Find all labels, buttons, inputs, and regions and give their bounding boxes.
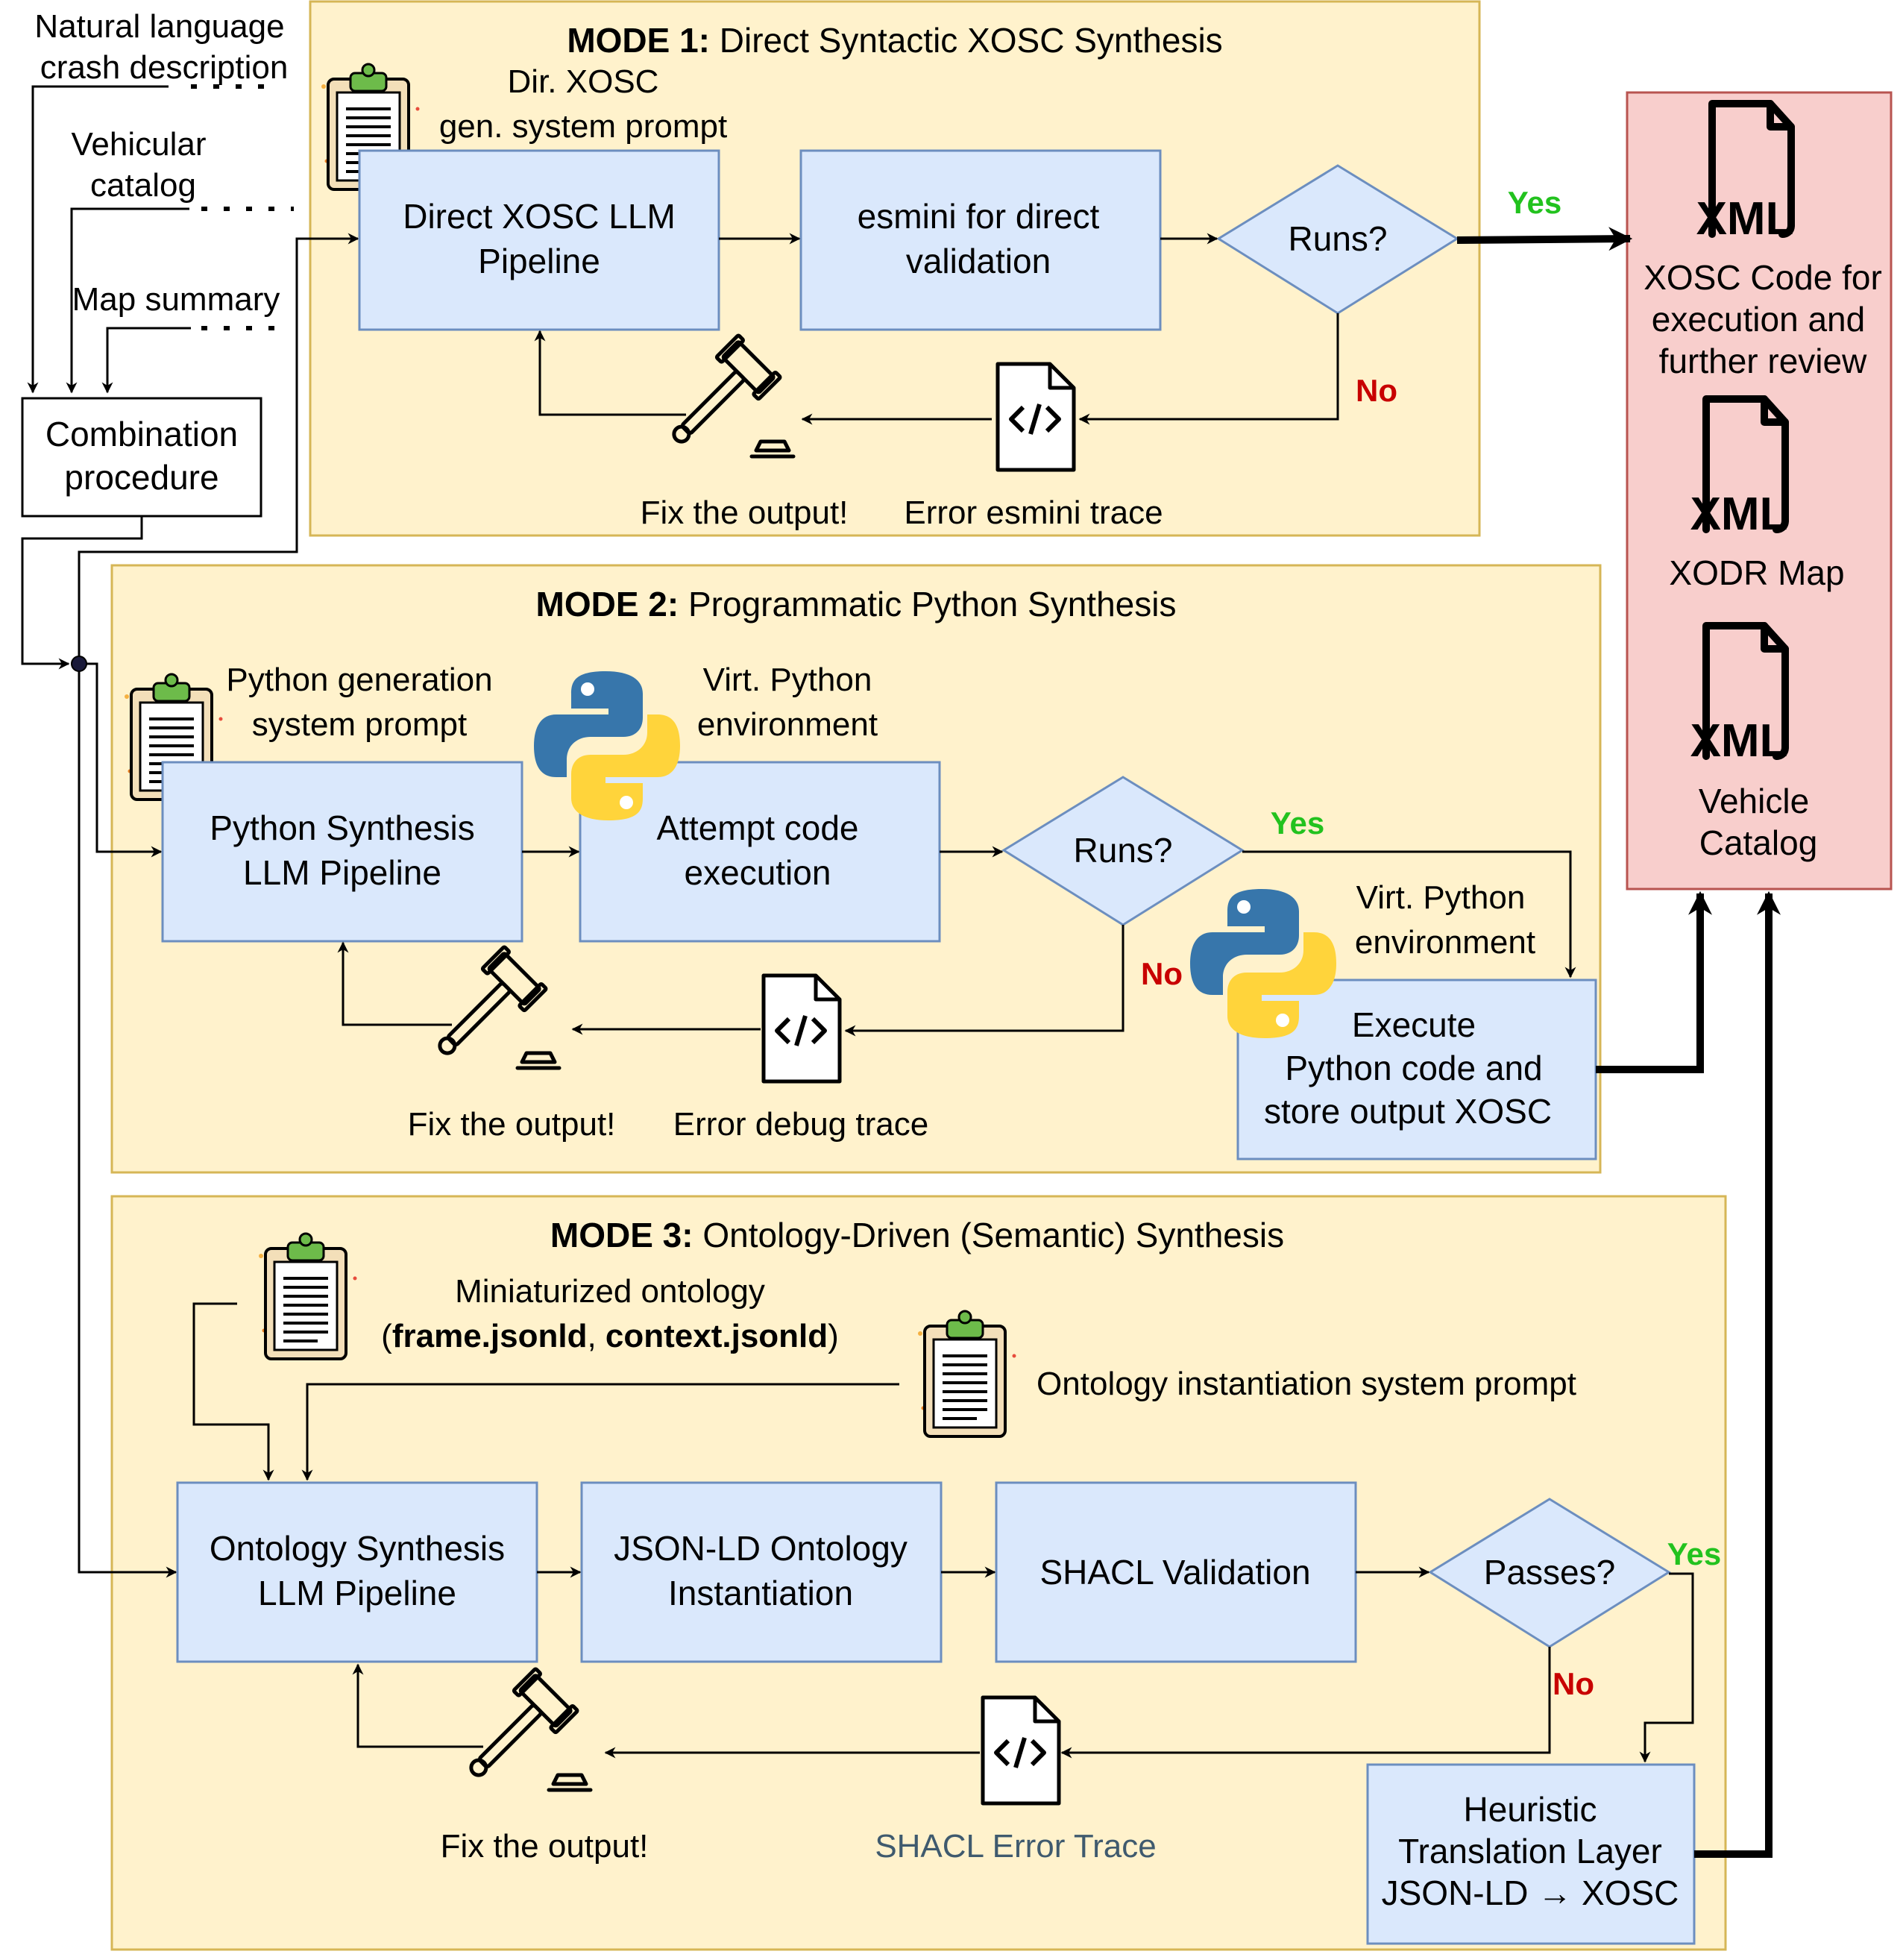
mode3-ontology-label: Miniaturized ontology xyxy=(455,1273,765,1310)
mode3-pipeline-box xyxy=(176,1481,538,1663)
mode2-fix-label: Fix the output! xyxy=(408,1106,616,1143)
combination-procedure-box xyxy=(21,397,262,518)
mode2-connectors xyxy=(337,846,1713,1073)
code-file-icon xyxy=(764,976,840,1081)
mode3-yes-label: Yes xyxy=(1667,1536,1721,1571)
distribution-connectors xyxy=(21,233,359,1578)
mode1-title: MODE 1: Direct Syntactic XOSC Synthesis xyxy=(567,21,1222,60)
mode3-heuristic-box xyxy=(1366,1763,1696,1945)
mode3-error-label: SHACL Error Trace xyxy=(875,1828,1156,1865)
mode3-title: MODE 3: Ontology-Driven (Semantic) Synth… xyxy=(550,1216,1284,1254)
mode1-pipeline-box xyxy=(358,149,720,331)
mode2-title: MODE 2: Programmatic Python Synthesis xyxy=(536,585,1177,624)
mode2-yes-label: Yes xyxy=(1271,805,1324,841)
mode1-validation-box xyxy=(799,149,1162,331)
mode1-no-label: No xyxy=(1356,373,1397,408)
code-file-icon xyxy=(998,364,1074,470)
map-summary-label: Map summary xyxy=(72,281,280,318)
mode2-error-label: Error debug trace xyxy=(673,1106,928,1143)
catalog-xml-badge: XML xyxy=(1690,715,1788,767)
clipboard-icon xyxy=(257,1232,359,1360)
outputs-panel xyxy=(1626,91,1893,891)
mode1-decision-label: Runs? xyxy=(1289,219,1388,258)
input-connectors xyxy=(27,84,294,394)
xodr-output-label: XODR Map xyxy=(1669,553,1844,592)
mode3-ontology-files: (frame.jsonld, context.jsonld) xyxy=(381,1318,839,1354)
mode3-inst-prompt-label: Ontology instantiation system prompt xyxy=(1037,1366,1576,1402)
mode3-jsonld-box xyxy=(580,1481,943,1663)
xodr-xml-badge: XML xyxy=(1690,489,1788,540)
mode1-fix-label: Fix the output! xyxy=(641,494,849,531)
mode3-connectors xyxy=(192,891,1781,1858)
xosc-xml-badge: XML xyxy=(1696,193,1794,245)
mode3-shacl-label: SHACL Validation xyxy=(1039,1553,1310,1592)
code-file-icon xyxy=(983,1697,1059,1803)
mode1-error-label: Error esmini trace xyxy=(904,494,1163,531)
mode3-shacl-box xyxy=(995,1481,1357,1663)
mode2-no-label: No xyxy=(1141,956,1183,991)
clipboard-icon xyxy=(916,1310,1018,1438)
mode2-pipeline-box xyxy=(161,761,523,943)
mode3-fix-label: Fix the output! xyxy=(441,1828,649,1865)
mode1-connectors xyxy=(534,227,1633,425)
mode1-yes-label: Yes xyxy=(1508,185,1561,220)
mode3-no-label: No xyxy=(1553,1666,1594,1701)
mode2-decision-label: Runs? xyxy=(1074,831,1173,870)
mode3-decision-label: Passes? xyxy=(1484,1553,1615,1592)
junction-dot xyxy=(71,656,87,672)
